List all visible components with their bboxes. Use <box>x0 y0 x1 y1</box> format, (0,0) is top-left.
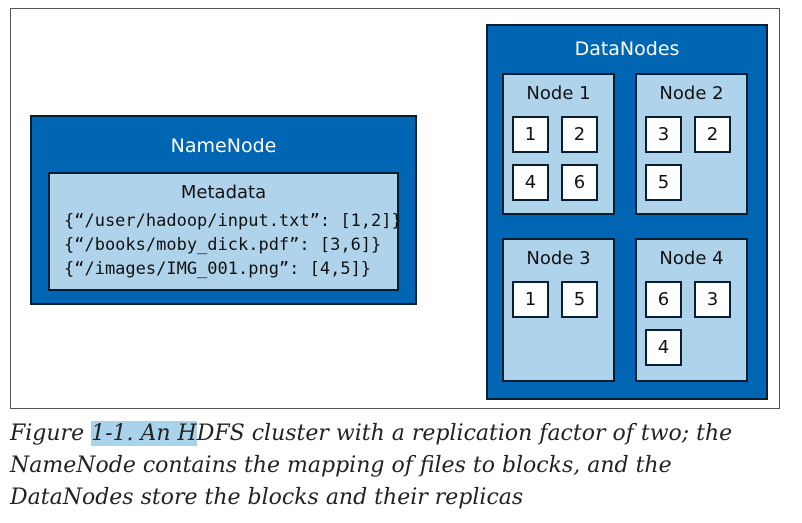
node-2-title: Node 2 <box>659 83 724 104</box>
block-3: 3 <box>645 116 682 153</box>
caption-prefix: Figure <box>10 421 92 446</box>
caption-text: DFS cluster with a replication factor of… <box>10 421 733 510</box>
datanodes-title: DataNodes <box>574 38 680 60</box>
block-2: 2 <box>694 116 731 153</box>
datanode-2: Node 2 3 2 5 <box>635 73 748 215</box>
metadata-entry: {“/books/moby_dick.pdf”: [3,6]} <box>64 235 382 255</box>
node-3-title: Node 3 <box>526 248 591 269</box>
block-3: 3 <box>694 281 731 318</box>
metadata-entry: {“/user/hadoop/input.txt”: [1,2]} <box>64 211 402 231</box>
namenode-title: NameNode <box>170 135 277 157</box>
datanode-3: Node 3 1 5 <box>502 238 615 382</box>
node-4-title: Node 4 <box>659 248 724 269</box>
namenode-box: NameNode Metadata {“/user/hadoop/input.t… <box>30 115 417 305</box>
figure-frame: NameNode Metadata {“/user/hadoop/input.t… <box>10 8 780 409</box>
block-4: 4 <box>512 164 549 201</box>
block-1: 1 <box>512 281 549 318</box>
block-5: 5 <box>645 164 682 201</box>
block-1: 1 <box>512 116 549 153</box>
datanode-4: Node 4 6 3 4 <box>635 238 748 382</box>
metadata-entry: {“/images/IMG_001.png”: [4,5]} <box>64 259 372 279</box>
block-5: 5 <box>561 281 598 318</box>
block-6: 6 <box>645 281 682 318</box>
datanode-1: Node 1 1 2 4 6 <box>502 73 615 215</box>
block-4: 4 <box>645 329 682 366</box>
block-6: 6 <box>561 164 598 201</box>
metadata-box: Metadata {“/user/hadoop/input.txt”: [1,2… <box>48 172 402 291</box>
caption-highlight: 1-1. An H <box>91 421 197 446</box>
node-1-title: Node 1 <box>526 83 591 104</box>
figure-caption: Figure 1-1. An HDFS cluster with a repli… <box>10 418 790 514</box>
block-2: 2 <box>561 116 598 153</box>
metadata-title: Metadata <box>180 182 267 203</box>
datanodes-box: DataNodes Node 1 1 2 4 6 Node 2 3 2 5 No… <box>486 24 768 400</box>
